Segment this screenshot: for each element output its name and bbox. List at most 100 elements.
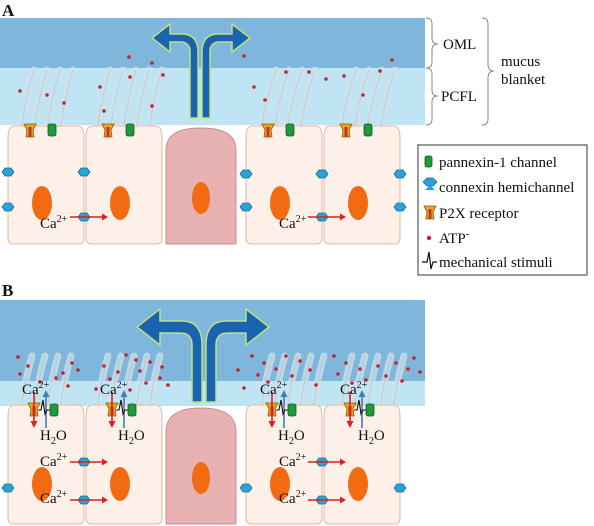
cilium-outline	[367, 355, 379, 405]
cell-body	[7, 125, 85, 245]
connexin-icon	[239, 202, 253, 212]
atp-dot	[394, 361, 398, 365]
cilium-outline	[136, 355, 148, 405]
connexin-icon	[393, 483, 407, 493]
water-subscript: 2	[51, 436, 56, 447]
epithelial-cells-a	[1, 123, 407, 245]
oml-label: OML	[443, 37, 476, 53]
cilium-outline	[149, 355, 161, 405]
atp-dot	[308, 368, 312, 372]
connexin-icon	[315, 169, 329, 179]
cell-body	[245, 404, 323, 525]
secretion-arrow-b	[135, 307, 271, 403]
cilium-outline	[393, 355, 405, 405]
water-o: O	[56, 428, 67, 444]
nucleus	[32, 467, 52, 501]
cilium-outline	[149, 69, 163, 126]
nucleus	[192, 182, 210, 214]
atp-dot	[390, 58, 394, 62]
panel-a: A OML PCFL mucus blanket Ca2+ Ca2+	[0, 1, 546, 245]
ca-label: Ca2+	[260, 380, 288, 398]
atp-dot	[332, 354, 336, 358]
secretion-arrow-a	[150, 22, 252, 119]
atp-dot	[406, 367, 410, 371]
atp-dot	[266, 380, 270, 384]
cilium-outline	[354, 69, 370, 126]
atp-dot	[61, 371, 65, 375]
water-o: O	[134, 428, 145, 444]
cilium-outline	[47, 355, 59, 405]
connexin-icon	[1, 483, 15, 493]
atp-dot-icon	[426, 235, 432, 241]
cilium-outline	[97, 355, 109, 405]
cilium-outline	[123, 69, 137, 126]
cilium-outline	[21, 355, 33, 405]
cilium-outline	[261, 355, 273, 405]
cilium-outline	[274, 69, 290, 126]
panel-a-letter: A	[2, 1, 15, 20]
ca-flux-arrowhead	[102, 213, 108, 221]
atp-dot	[284, 354, 288, 358]
pannexin-icon	[47, 123, 57, 137]
ca-superscript: 2+	[39, 380, 50, 391]
atp-dot	[45, 93, 49, 97]
ca-superscript: 2+	[57, 452, 68, 463]
atp-dot	[54, 376, 58, 380]
pannexin-icon	[49, 403, 59, 417]
atp-dot	[158, 376, 162, 380]
water-efflux-arrowhead	[42, 390, 50, 397]
atp-dot	[342, 74, 346, 78]
mechanical-stimuli-icon	[422, 251, 437, 270]
water-label: H2O	[278, 428, 305, 447]
pannexin-icon	[125, 123, 135, 137]
pcfl-label: PCFL	[441, 89, 477, 105]
atp-dot	[70, 361, 74, 365]
atp-dot	[358, 367, 362, 371]
atp-dot	[150, 61, 154, 65]
cilium-outline	[34, 355, 46, 405]
water-h: H	[358, 428, 369, 444]
cell-body	[323, 404, 401, 525]
atp-dot	[18, 89, 22, 93]
nucleus	[192, 462, 210, 494]
cilium-outline	[110, 69, 124, 126]
cilia-group-a	[18, 66, 399, 129]
atp-dot	[242, 54, 246, 58]
atp-dot	[236, 368, 240, 372]
water-h: H	[118, 428, 129, 444]
ca-text: Ca	[40, 454, 57, 470]
atp-dot	[400, 379, 404, 383]
ca-text: Ca	[279, 491, 296, 507]
cilium-outline	[300, 355, 312, 405]
nucleus	[32, 186, 52, 220]
pannexin-icon	[287, 403, 297, 417]
ca-influx-arrowhead	[108, 421, 116, 428]
goblet-cell	[165, 127, 237, 245]
cilium-outline	[300, 69, 316, 126]
ciliated-cell	[85, 123, 163, 245]
cilium-outline	[136, 69, 150, 126]
ca-superscript: 2+	[296, 489, 307, 500]
water-label: H2O	[358, 428, 385, 447]
legend: pannexin-1 channel connexin hemichannel …	[417, 144, 588, 276]
ca-label: Ca2+	[279, 489, 307, 507]
atp-dot	[364, 378, 368, 382]
atp-dot	[307, 70, 311, 74]
atp-dot	[138, 369, 142, 373]
ciliated-cell	[85, 390, 163, 525]
ca-superscript: 2+	[57, 489, 68, 500]
atp-dot	[94, 387, 98, 391]
connexin-icon	[239, 483, 253, 493]
atp-dot	[124, 353, 128, 357]
ciliated-cell	[323, 123, 401, 245]
atp-dot	[102, 109, 106, 113]
connexin-icon	[1, 167, 15, 177]
cilium-outline	[313, 355, 325, 405]
cilium-outline	[34, 69, 48, 126]
ca-influx-arrowhead	[346, 421, 354, 428]
ca-influx-arrowhead	[268, 421, 276, 428]
ca-text: Ca	[100, 382, 117, 398]
pannexin-icon	[285, 123, 295, 137]
layer-brackets	[425, 17, 495, 126]
atp-dot	[150, 104, 154, 108]
